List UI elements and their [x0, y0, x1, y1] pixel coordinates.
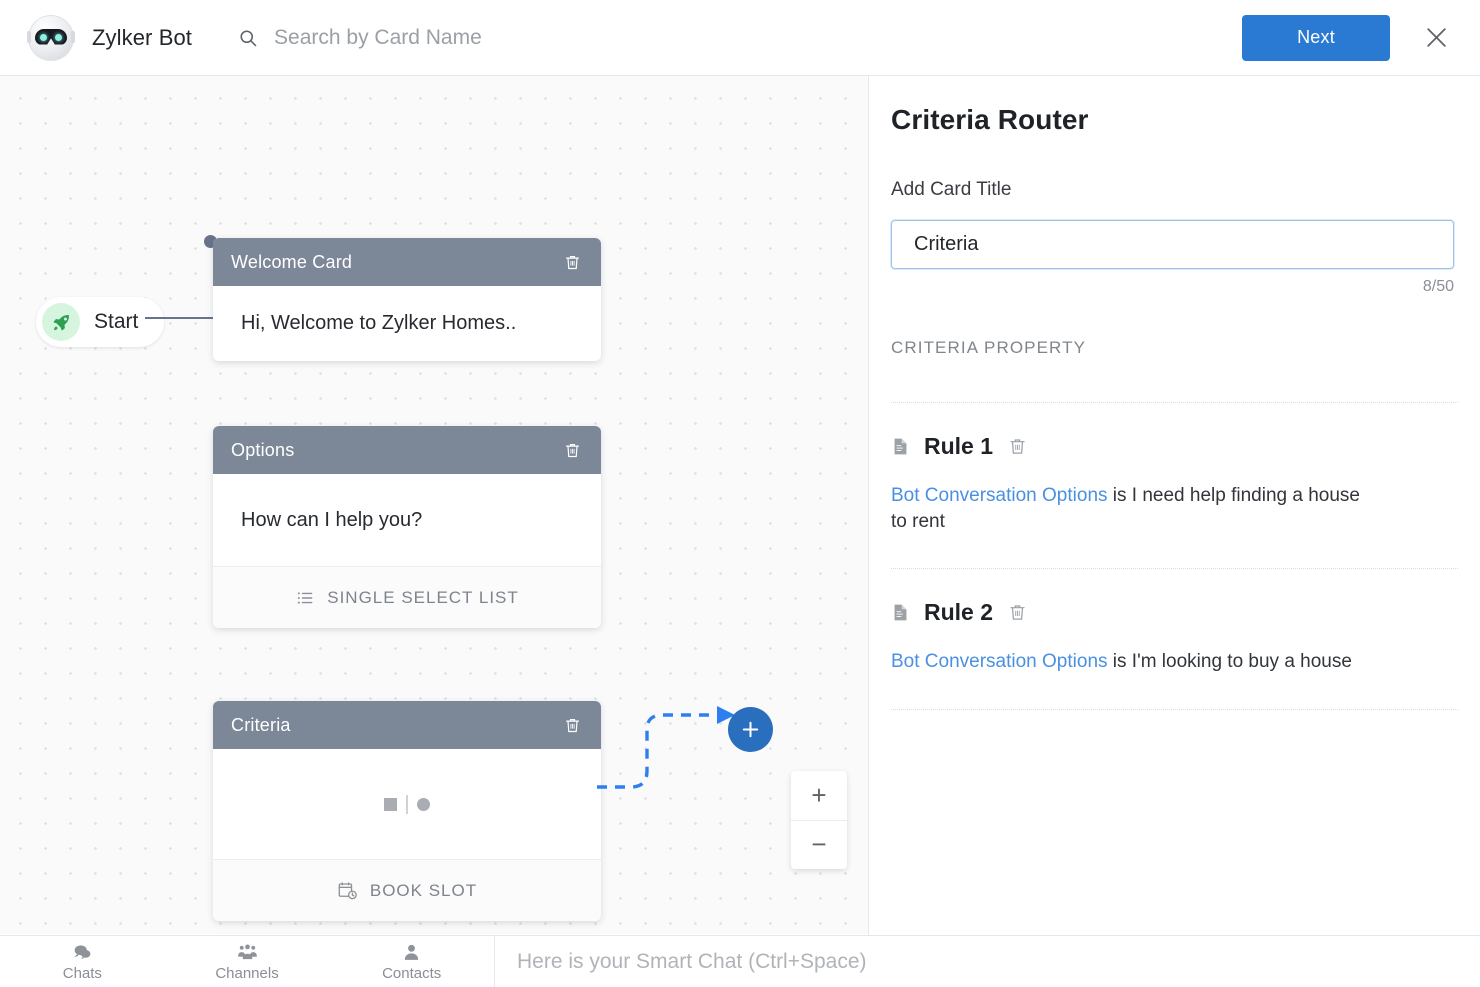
zoom-out-button[interactable]: − — [791, 819, 847, 870]
placeholder-circle — [417, 797, 430, 811]
bottom-nav: Chats Channels — [0, 936, 495, 987]
placeholder-square — [384, 797, 397, 811]
search-bar[interactable] — [238, 25, 695, 50]
card-title: Criteria — [231, 714, 291, 735]
search-icon — [238, 28, 258, 48]
rule-condition: Bot Conversation Options is I need help … — [891, 483, 1361, 534]
trash-icon[interactable] — [559, 712, 585, 738]
avatar-visor — [35, 28, 67, 45]
avatar-ear-left — [27, 30, 31, 43]
contacts-icon — [401, 941, 422, 963]
avatar-ear-right — [71, 30, 75, 43]
chats-icon — [72, 941, 93, 963]
next-button[interactable]: Next — [1242, 14, 1390, 61]
rule-condition-text: is I need help finding a house to rent — [891, 485, 1360, 532]
card-footer-label: SINGLE SELECT LIST — [327, 587, 519, 607]
section-label-criteria-property: CRITERIA PROPERTY — [891, 338, 1087, 357]
start-connector-line — [145, 317, 215, 319]
rule-header: Rule 1 — [891, 433, 1456, 460]
document-icon — [891, 601, 910, 624]
rocket-icon — [42, 303, 80, 341]
card-title-label: Add Card Title — [891, 179, 1012, 200]
smart-chat-input[interactable]: Here is your Smart Chat (Ctrl+Space) — [517, 949, 867, 973]
robot-avatar-icon — [27, 14, 75, 61]
search-input[interactable] — [274, 25, 695, 50]
rule-condition-text: is I'm looking to buy a house — [1107, 651, 1352, 673]
card-body: Hi, Welcome to Zylker Homes.. — [241, 312, 517, 334]
zoom-controls[interactable]: + − — [791, 771, 847, 869]
zoom-in-button[interactable]: + — [791, 771, 847, 820]
dashed-connector — [597, 706, 735, 789]
card-title-input[interactable] — [891, 220, 1454, 269]
placeholder-divider — [406, 794, 408, 814]
bottom-nav-label: Chats — [62, 965, 102, 982]
card-title: Welcome Card — [231, 251, 353, 272]
start-label: Start — [94, 310, 139, 333]
card-body — [213, 749, 601, 859]
bottom-bar: Chats Channels — [0, 935, 1480, 987]
card-body: How can I help you? — [241, 508, 423, 531]
card-options[interactable]: Options How can I help you? — [213, 426, 601, 628]
rule-item: Rule 2 Bot Conversation Options is I'm l… — [891, 599, 1456, 675]
card-header: Options — [213, 426, 601, 474]
card-footer-single-select-list[interactable]: SINGLE SELECT LIST — [213, 566, 601, 628]
rule-condition: Bot Conversation Options is I'm looking … — [891, 649, 1361, 675]
rule-name: Rule 2 — [924, 599, 994, 626]
top-bar: Zylker Bot Next — [0, 0, 1480, 76]
trash-icon[interactable] — [1007, 602, 1028, 623]
trash-icon[interactable] — [559, 249, 585, 275]
divider — [891, 708, 1458, 710]
start-node[interactable]: Start — [36, 297, 165, 347]
rule-name: Rule 1 — [924, 433, 994, 459]
card-footer-book-slot[interactable]: BOOK SLOT — [213, 859, 601, 921]
flow-canvas[interactable]: Start Welcome Card Hi, Welcome to Zylker… — [0, 76, 868, 934]
bottom-nav-label: Contacts — [382, 965, 442, 982]
trash-icon[interactable] — [1007, 436, 1028, 457]
brand-name: Zylker Bot — [92, 24, 193, 50]
page-title: Criteria Router — [891, 104, 1089, 135]
char-counter: 8/50 — [1422, 278, 1454, 295]
bottom-nav-label: Channels — [215, 965, 279, 982]
plus-icon — [742, 721, 759, 738]
rule-property-link[interactable]: Bot Conversation Options — [891, 485, 1108, 506]
rule-property-link[interactable]: Bot Conversation Options — [891, 651, 1108, 673]
avatar-eye-right — [55, 33, 62, 41]
calendar-clock-icon — [337, 880, 358, 901]
bottom-nav-item-channels[interactable]: Channels — [165, 936, 330, 987]
card-header: Welcome Card — [213, 238, 601, 286]
divider — [891, 402, 1458, 403]
bottom-nav-item-chats[interactable]: Chats — [0, 936, 165, 987]
document-icon — [891, 435, 910, 458]
channels-icon — [236, 941, 259, 963]
topbar-actions: Next — [1242, 14, 1480, 61]
trash-icon[interactable] — [559, 437, 585, 463]
card-footer-label: BOOK SLOT — [369, 880, 478, 900]
close-icon[interactable] — [1416, 18, 1456, 58]
bottom-nav-item-contacts[interactable]: Contacts — [329, 936, 494, 987]
avatar-eye-left — [40, 33, 47, 41]
panel-divider — [868, 76, 869, 987]
list-icon — [295, 588, 315, 608]
rule-header: Rule 2 — [891, 599, 1456, 626]
card-title: Options — [231, 439, 295, 460]
rule-item: Rule 1 Bot Conversation Options is I nee… — [891, 433, 1456, 534]
properties-panel: Criteria Router Add Card Title 8/50 CRIT… — [869, 76, 1480, 934]
criteria-placeholder-icon — [241, 772, 573, 836]
card-header: Criteria — [213, 701, 601, 749]
card-criteria[interactable]: Criteria — [213, 701, 601, 921]
add-card-button[interactable] — [728, 707, 773, 752]
divider — [891, 568, 1458, 570]
card-welcome-card[interactable]: Welcome Card Hi, Welcome to Zylker Homes… — [213, 238, 601, 361]
